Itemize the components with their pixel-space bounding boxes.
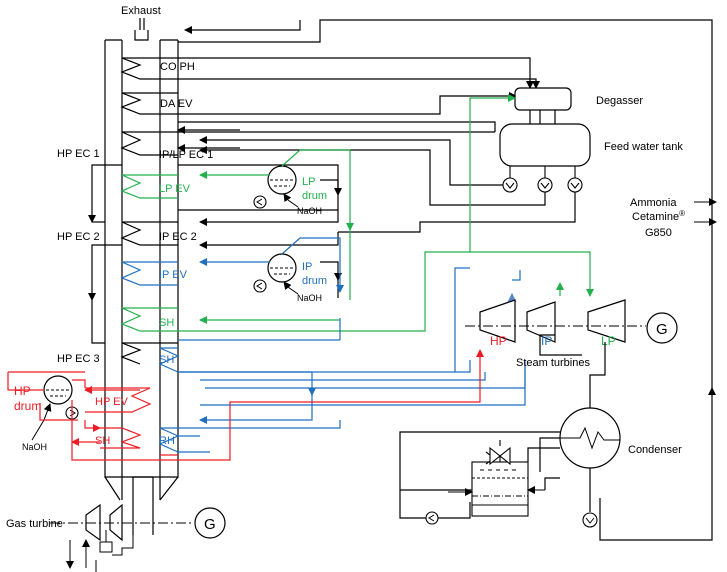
degasser — [514, 87, 572, 111]
lp-sh-label: SH — [159, 317, 174, 329]
feed-pump-ip — [537, 177, 553, 193]
feed-water-tank — [499, 123, 591, 167]
ip-drum — [267, 253, 297, 283]
ip-ec2-coil — [120, 221, 178, 246]
da-ev-label: DA EV — [160, 98, 193, 110]
steam-turbines — [479, 299, 626, 343]
hp-drum — [43, 375, 73, 405]
degasser-connections — [529, 110, 556, 124]
dosing-arrows — [694, 198, 717, 402]
hp-turbine — [479, 299, 516, 343]
lp-turbine — [587, 299, 626, 343]
st-generator-label: G — [656, 321, 668, 338]
cooling-unit — [448, 440, 545, 517]
ip-lp-ec1-label: IP/LP EC 1 — [159, 149, 213, 161]
ip-turbine — [526, 301, 556, 343]
hp-sh-label: SH — [95, 435, 110, 447]
ammonia-label: Ammonia — [630, 197, 677, 209]
gas-turbine — [66, 503, 134, 572]
gas-turbine-label: Gas turbine — [6, 518, 63, 530]
feed-pump-hp — [567, 177, 583, 193]
hp-turbine-label: HP — [490, 334, 507, 348]
ip-naoh-label: NaOH — [297, 293, 322, 303]
gt-generator-label: G — [204, 516, 216, 533]
cetamine-label: Cetamine® — [632, 209, 685, 223]
lp-sh-coil — [120, 307, 178, 332]
gt-generator — [194, 507, 226, 539]
ip-steam-lines — [178, 237, 526, 453]
hrsg-casing — [104, 18, 179, 535]
exhaust-label: Exhaust — [121, 5, 161, 17]
hp-ec1-label: HP EC 1 — [57, 148, 100, 160]
hp-drum-label-2: drum — [14, 399, 41, 413]
lp-steam-lines — [178, 94, 594, 332]
heat-exchanger-bundles — [85, 57, 180, 453]
cetamine-reg-mark: ® — [679, 209, 685, 218]
feed-pump-lp — [502, 177, 518, 193]
ip-circ-pump — [253, 279, 267, 293]
steam-turbines-label: Steam turbines — [516, 357, 590, 369]
iplp-ec1-coil — [120, 131, 178, 156]
hp-ec2-label: HP EC 2 — [57, 231, 100, 243]
lp-ev-coil — [120, 174, 178, 199]
ip-ev-coil — [120, 261, 178, 286]
lp-ev-label: LP EV — [159, 183, 191, 195]
co-ph-coil — [120, 57, 178, 80]
hp-ec3-coil — [120, 342, 178, 365]
hp-ec3-label: HP EC 3 — [57, 353, 100, 365]
ip-drum-label-2: drum — [302, 275, 327, 287]
hp-steam-lines — [7, 349, 484, 461]
ip-sh-coil — [158, 347, 180, 373]
condenser-lines — [399, 431, 591, 519]
st-generator — [646, 312, 678, 344]
hp-sh-coil — [100, 427, 142, 449]
hp-ev-label: HP EV — [95, 396, 128, 408]
hp-ev-coil — [85, 387, 152, 413]
co-ph-label: CO PH — [160, 61, 195, 73]
g850-label: G850 — [645, 227, 672, 239]
ip-sh-label: SH — [159, 354, 174, 366]
black-water-lines — [88, 19, 713, 541]
ip-turbine-label: IP — [541, 334, 552, 348]
feed-water-tank-label: Feed water tank — [604, 141, 683, 153]
da-ev-coil — [120, 92, 178, 115]
ip-ev-label: IP EV — [159, 269, 188, 281]
lp-drum — [267, 165, 297, 195]
ip-drum-label-1: IP — [302, 261, 312, 273]
lp-drum-label-2: drum — [302, 190, 327, 202]
lp-turbine-label: LP — [601, 334, 616, 348]
condenser-extraction-pump — [582, 512, 598, 528]
hp-drum-label-1: HP — [14, 384, 31, 398]
ip-ec2-label: IP EC 2 — [159, 231, 197, 243]
feed-pumps — [502, 166, 583, 193]
rh-label: RH — [159, 435, 175, 447]
lp-naoh-label: NaOH — [297, 206, 322, 216]
condenser-label: Condenser — [628, 444, 682, 456]
condensate-pump — [425, 511, 439, 525]
condenser — [559, 407, 621, 469]
lp-circ-pump — [253, 195, 267, 209]
degasser-label: Degasser — [596, 95, 643, 107]
hp-naoh-label: NaOH — [22, 442, 47, 452]
lp-drum-label-1: LP — [302, 176, 315, 188]
